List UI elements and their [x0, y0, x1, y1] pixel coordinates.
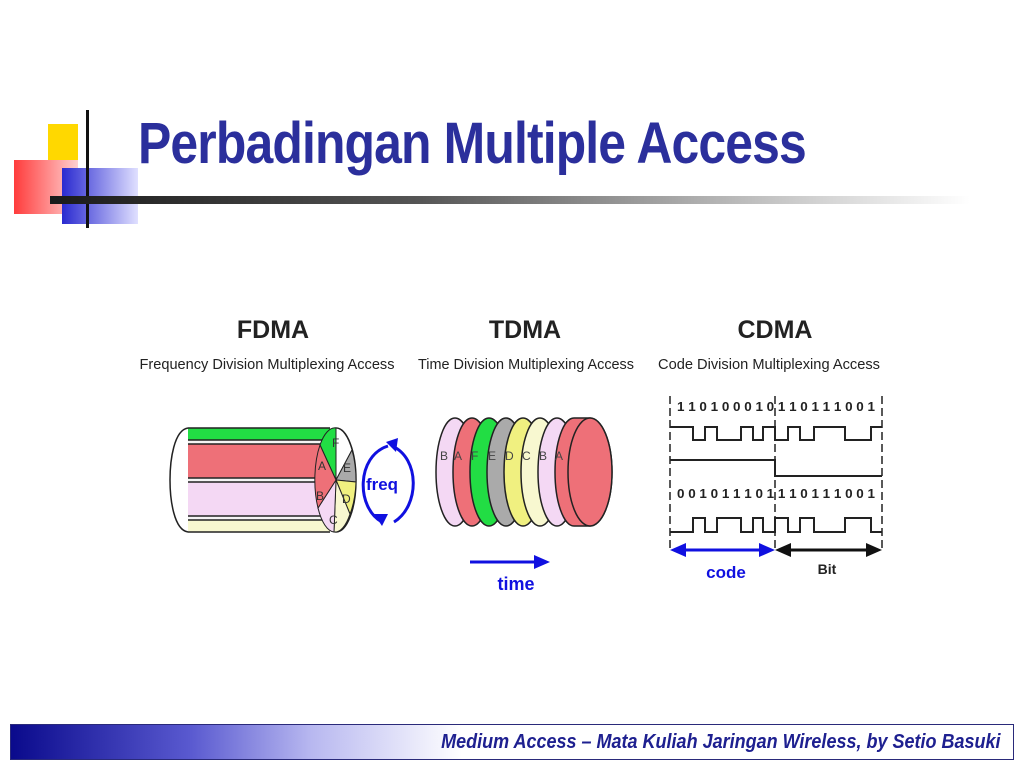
cdma-bit-label: Bit: [818, 561, 837, 577]
fdma-axis-label: freq: [366, 475, 398, 494]
fdma-cylinder: [169, 427, 357, 533]
cdma-section: CDMA Code Division Multiplexing Access 1…: [658, 316, 883, 582]
fdma-band-label: F: [332, 436, 339, 450]
fdma-band-label: A: [318, 459, 326, 473]
bit-arrow-icon: [775, 543, 882, 557]
cdma-code-top: 1 1 0 1 0 0 0 1 0 1 1 0 1 1 1 0 0 1: [677, 400, 875, 414]
cdma-subtitle: Code Division Multiplexing Access: [658, 356, 880, 373]
time-arrow-icon: [470, 555, 550, 569]
cdma-title: CDMA: [738, 316, 813, 344]
code-arrow-icon: [670, 543, 775, 557]
fdma-band-label: C: [329, 513, 338, 527]
tdma-slot-label: A: [454, 449, 462, 463]
cdma-data-signal: [670, 459, 882, 477]
cdma-code-label: code: [706, 563, 746, 582]
multiple-access-diagram: FDMA Frequency Division Multiplexing Acc…: [140, 316, 883, 594]
cdma-code-bottom: 0 0 1 0 1 1 1 0 1 1 1 0 1 1 1 0 0 1: [677, 487, 875, 501]
tdma-slot-label: A: [555, 449, 563, 463]
logo-mark-icon: [14, 110, 138, 228]
footer-text: Medium Access – Mata Kuliah Jaringan Wir…: [441, 731, 1001, 753]
tdma-slot-label: B: [539, 449, 547, 463]
cdma-code-wave-bottom: [670, 517, 882, 533]
tdma-disks: [435, 417, 613, 527]
title-underline: [50, 196, 970, 204]
tdma-axis-label: time: [497, 574, 534, 594]
tdma-slot-label: C: [522, 449, 531, 463]
fdma-section: FDMA Frequency Division Multiplexing Acc…: [140, 316, 415, 533]
cdma-code-wave-top: [670, 426, 882, 441]
tdma-slot-label: F: [471, 449, 478, 463]
tdma-section: TDMA Time Division Multiplexing Access B…: [418, 316, 634, 594]
fdma-title: FDMA: [237, 316, 309, 344]
fdma-subtitle: Frequency Division Multiplexing Access: [140, 356, 395, 373]
tdma-slot-label: B: [440, 449, 448, 463]
freq-arrow-icon: [361, 438, 415, 526]
tdma-subtitle: Time Division Multiplexing Access: [418, 356, 634, 373]
tdma-slot-label: E: [488, 449, 496, 463]
tdma-slot-label: D: [505, 449, 514, 463]
fdma-band-label: D: [342, 492, 351, 506]
footer-bar: Medium Access – Mata Kuliah Jaringan Wir…: [10, 724, 1014, 760]
fdma-band-label: B: [316, 489, 324, 503]
fdma-band-label: E: [343, 461, 351, 475]
tdma-title: TDMA: [489, 316, 561, 344]
page-title: Perbadingan Multiple Access: [138, 111, 807, 176]
